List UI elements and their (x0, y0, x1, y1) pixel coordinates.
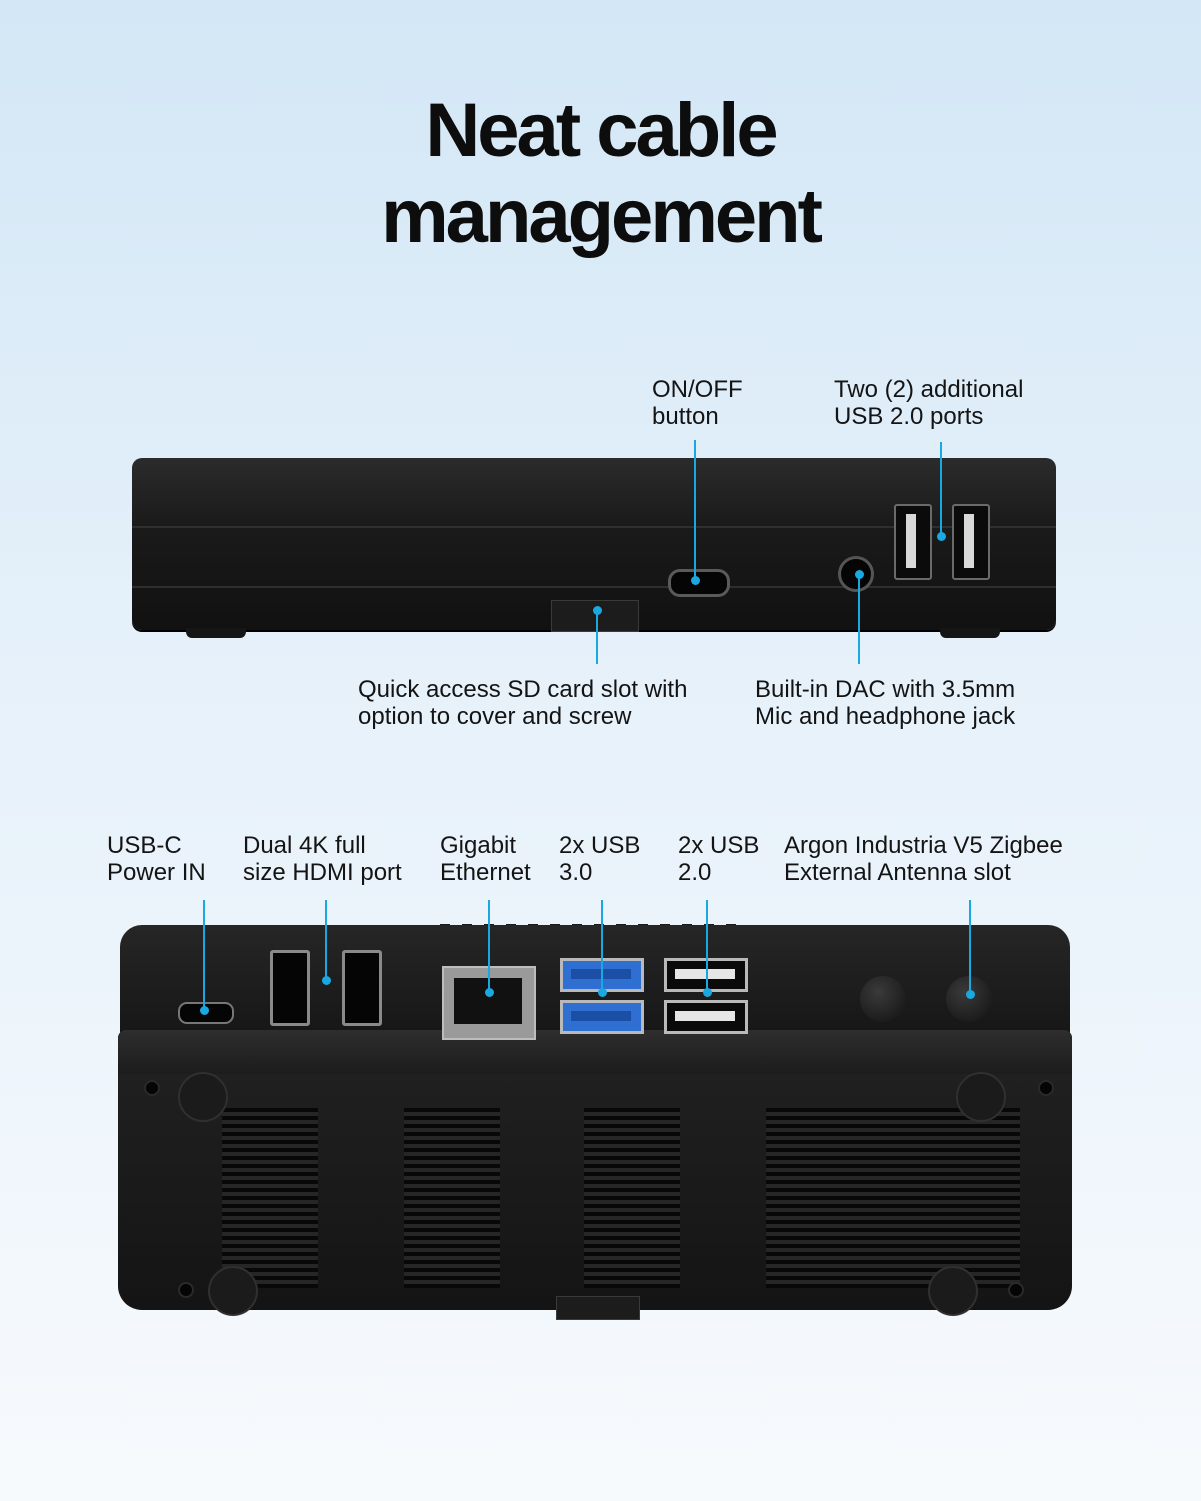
device-foot (940, 628, 1000, 638)
label-usb2-line1: 2x USB (678, 832, 760, 859)
label-hdmi-line2: size HDMI port (243, 859, 402, 886)
callout-line-dac (858, 574, 860, 664)
callout-dot-usb3 (598, 988, 607, 997)
callout-dot-antenna (966, 990, 975, 999)
label-hdmi-line1: Dual 4K full (243, 832, 366, 859)
callout-dot-ethernet (485, 988, 494, 997)
callout-line-antenna (969, 900, 971, 994)
usb-port-side-2[interactable] (952, 504, 990, 580)
device-lower-edge (132, 586, 1056, 588)
screw-hole (1038, 1080, 1054, 1096)
callout-dot-hdmi (322, 976, 331, 985)
label-dac-line2: Mic and headphone jack (755, 703, 1016, 730)
vent-grille (584, 1108, 680, 1288)
rubber-foot (928, 1266, 978, 1316)
callout-line-sd (596, 610, 598, 664)
rubber-foot (956, 1072, 1006, 1122)
label-sd-slot-line2: option to cover and screw (358, 703, 632, 730)
label-ethernet-line2: Ethernet (440, 859, 531, 886)
hdmi-port-2[interactable] (342, 950, 382, 1026)
vent-grille (404, 1108, 500, 1288)
label-usb-additional-line1: Two (2) additional (834, 376, 1024, 403)
screw-hole (178, 1282, 194, 1298)
usb-port-side-1[interactable] (894, 504, 932, 580)
label-usb3-line2: 3.0 (559, 859, 593, 886)
rubber-foot (178, 1072, 228, 1122)
label-antenna: Argon Industria V5 Zigbee External Anten… (784, 832, 1063, 886)
antenna-slot-blank (860, 976, 906, 1022)
callout-dot-usb2 (703, 988, 712, 997)
label-on-off: ON/OFF button (652, 376, 743, 430)
label-usb2: 2x USB 2.0 (678, 832, 759, 886)
label-ethernet: Gigabit Ethernet (440, 832, 531, 886)
device-foot (186, 628, 246, 638)
sd-card-cover[interactable] (551, 600, 639, 632)
label-usb2-line2: 2.0 (678, 859, 712, 886)
callout-dot-usb-additional (937, 532, 946, 541)
label-dac-line1: Built-in DAC with 3.5mm (755, 676, 1016, 703)
callout-dot-on-off (691, 576, 700, 585)
label-ethernet-line1: Gigabit (440, 832, 517, 859)
label-sd-slot-line1: Quick access SD card slot with (358, 676, 688, 703)
sd-slot-notch (556, 1296, 640, 1320)
screw-hole (1008, 1282, 1024, 1298)
label-usb3: 2x USB 3.0 (559, 832, 640, 886)
label-sd-slot: Quick access SD card slot with option to… (358, 676, 687, 730)
callout-line-hdmi (325, 900, 327, 980)
callout-line-usb-c (203, 900, 205, 1010)
title-line-2: management (381, 174, 823, 259)
label-on-off-line2: button (652, 403, 719, 430)
callout-line-ethernet (488, 900, 490, 992)
device-seam (132, 526, 1056, 528)
screw-hole (144, 1080, 160, 1096)
label-antenna-line2: External Antenna slot (784, 859, 1011, 886)
vent-grille (222, 1108, 318, 1288)
rubber-foot (208, 1266, 258, 1316)
callout-line-on-off (694, 440, 696, 580)
label-usb-additional-line2: USB 2.0 ports (834, 403, 984, 430)
callout-line-usb3 (601, 900, 603, 992)
label-antenna-line1: Argon Industria V5 Zigbee (784, 832, 1063, 859)
vent-grille (766, 1108, 1020, 1288)
hdmi-port-1[interactable] (270, 950, 310, 1026)
label-on-off-line1: ON/OFF (652, 376, 743, 403)
page-title: Neat cable management (0, 88, 1201, 260)
audio-jack[interactable] (838, 556, 874, 592)
label-usb-additional: Two (2) additional USB 2.0 ports (834, 376, 1023, 430)
title-line-1: Neat cable (425, 88, 778, 173)
label-dac: Built-in DAC with 3.5mm Mic and headphon… (755, 676, 1015, 730)
label-usb-c: USB-C Power IN (107, 832, 206, 886)
callout-dot-usb-c (200, 1006, 209, 1015)
usb3-port-2[interactable] (560, 1000, 644, 1034)
label-hdmi: Dual 4K full size HDMI port (243, 832, 402, 886)
callout-line-usb-additional (940, 442, 942, 536)
label-usb-c-line2: Power IN (107, 859, 206, 886)
usb2-port-2[interactable] (664, 1000, 748, 1034)
callout-line-usb2 (706, 900, 708, 992)
label-usb-c-line1: USB-C (107, 832, 182, 859)
device-rim (118, 1030, 1072, 1074)
label-usb3-line1: 2x USB (559, 832, 641, 859)
